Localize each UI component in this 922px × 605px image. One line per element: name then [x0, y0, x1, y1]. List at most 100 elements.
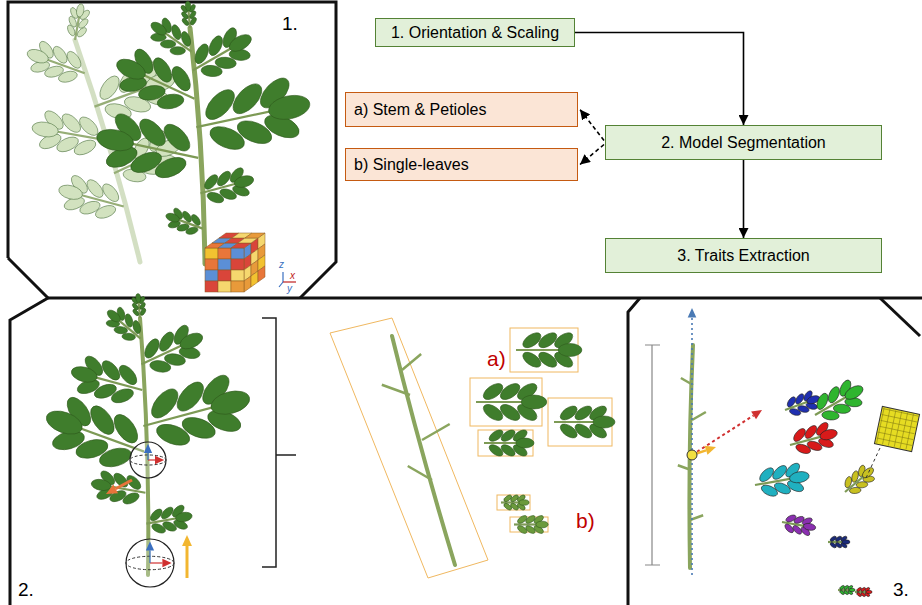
box-text: b) Single-leaves	[354, 156, 469, 174]
pointer-arrow	[144, 444, 152, 460]
mesh-inset-part	[877, 408, 884, 443]
leaf-part	[803, 522, 816, 531]
mesh-inset-part	[882, 414, 917, 421]
scale-cube-part	[205, 281, 218, 292]
pointer-arrow-part	[149, 551, 150, 563]
panel-two-plant	[36, 293, 296, 587]
leaf	[143, 11, 200, 63]
scale-cube-part	[218, 281, 231, 292]
mesh-inset-part	[878, 432, 913, 439]
leaf	[484, 428, 534, 459]
leaf	[28, 105, 108, 162]
leaf-part	[70, 364, 99, 385]
panel-three-traits-part	[678, 465, 691, 470]
leaf	[86, 53, 184, 131]
leaf-part	[842, 540, 850, 544]
part-letter: b)	[576, 510, 595, 531]
segmented-parts-part	[330, 318, 488, 578]
joint-marker	[130, 442, 166, 478]
leaf-part	[149, 20, 169, 38]
leaf	[64, 2, 92, 42]
leaf	[196, 163, 258, 210]
panel-number: 1.	[282, 14, 298, 33]
mesh-inset-part	[877, 438, 912, 445]
leaf-part	[819, 428, 838, 442]
panel-frame-part	[48, 297, 922, 300]
leaf-part	[178, 330, 206, 352]
leaf	[144, 502, 195, 538]
pointer-arrow	[692, 410, 762, 455]
leaf	[179, 1, 198, 29]
tomato-plant	[90, 1, 317, 264]
axis-label: y	[287, 284, 292, 294]
panel-three-traits-part	[681, 378, 693, 385]
process-box: 1. Orientation & Scaling	[375, 18, 575, 47]
leaf-part	[843, 383, 866, 402]
process-box: 3. Traits Extraction	[605, 238, 882, 273]
leaf-part	[165, 212, 181, 224]
mesh-inset-part	[880, 420, 915, 427]
scale-cube-part	[218, 270, 231, 281]
leaf	[54, 169, 129, 226]
panel-frame-part	[8, 258, 48, 298]
leaf	[838, 460, 880, 501]
leaf	[855, 587, 872, 597]
pointer-arrow-part	[147, 453, 148, 460]
leaf	[189, 68, 317, 161]
process-box: a) Stem & Petioles	[345, 92, 578, 127]
scale-cube-part	[231, 259, 244, 270]
leaf-part	[175, 511, 193, 523]
leaf	[182, 19, 261, 88]
pointer-arrow-part	[751, 410, 762, 419]
leaf-part	[789, 470, 810, 484]
axis-icon-part	[283, 281, 296, 282]
leaf-part	[208, 387, 252, 418]
axis-icon-part	[282, 272, 283, 282]
pointer-arrow-part	[106, 484, 118, 494]
pointer-arrow-part	[155, 456, 164, 464]
leaf-part	[593, 416, 615, 428]
leaf-part	[110, 410, 143, 447]
axis-icon-part	[279, 282, 283, 287]
leaf-part	[76, 3, 85, 17]
segmented-parts	[330, 318, 615, 578]
leaf-part	[170, 47, 185, 55]
leaf-part	[25, 47, 50, 66]
flow-arrow	[580, 145, 604, 165]
leaf-part	[206, 34, 225, 58]
leaf-part	[122, 333, 136, 341]
leaf-part	[861, 466, 876, 480]
leaf-part	[849, 588, 855, 591]
leaf	[100, 301, 149, 348]
leaf	[162, 204, 207, 240]
mesh-inset-part	[906, 414, 913, 449]
leaf	[786, 418, 841, 459]
segmented-parts-part	[402, 354, 421, 370]
leaf	[90, 105, 205, 189]
leaf-part	[105, 308, 122, 324]
box-text: a) Stem & Petioles	[354, 101, 487, 119]
segmented-parts-part	[422, 424, 450, 440]
box-text: 3. Traits Extraction	[677, 247, 810, 265]
leaf-part	[558, 344, 582, 357]
leaf	[133, 317, 211, 383]
segmented-parts-part	[392, 336, 455, 565]
scale-cube-part	[238, 238, 258, 243]
leaf-part	[519, 500, 529, 506]
process-box: b) Single-leaves	[345, 148, 578, 181]
box-text: 1. Orientation & Scaling	[391, 24, 559, 42]
panel-frame-part	[628, 298, 640, 605]
pointer-arrow-part	[691, 318, 693, 575]
height-bracket	[645, 345, 660, 565]
mesh-inset-part	[888, 410, 895, 445]
leaf-part	[90, 478, 111, 492]
leaf-part	[516, 438, 534, 448]
mesh-inset-part	[874, 406, 919, 451]
pointer-arrow	[148, 456, 164, 464]
panel-frame-part	[10, 298, 48, 605]
pointer-arrow	[182, 535, 192, 578]
joint-marker	[126, 539, 174, 587]
pointer-arrow	[146, 541, 154, 563]
